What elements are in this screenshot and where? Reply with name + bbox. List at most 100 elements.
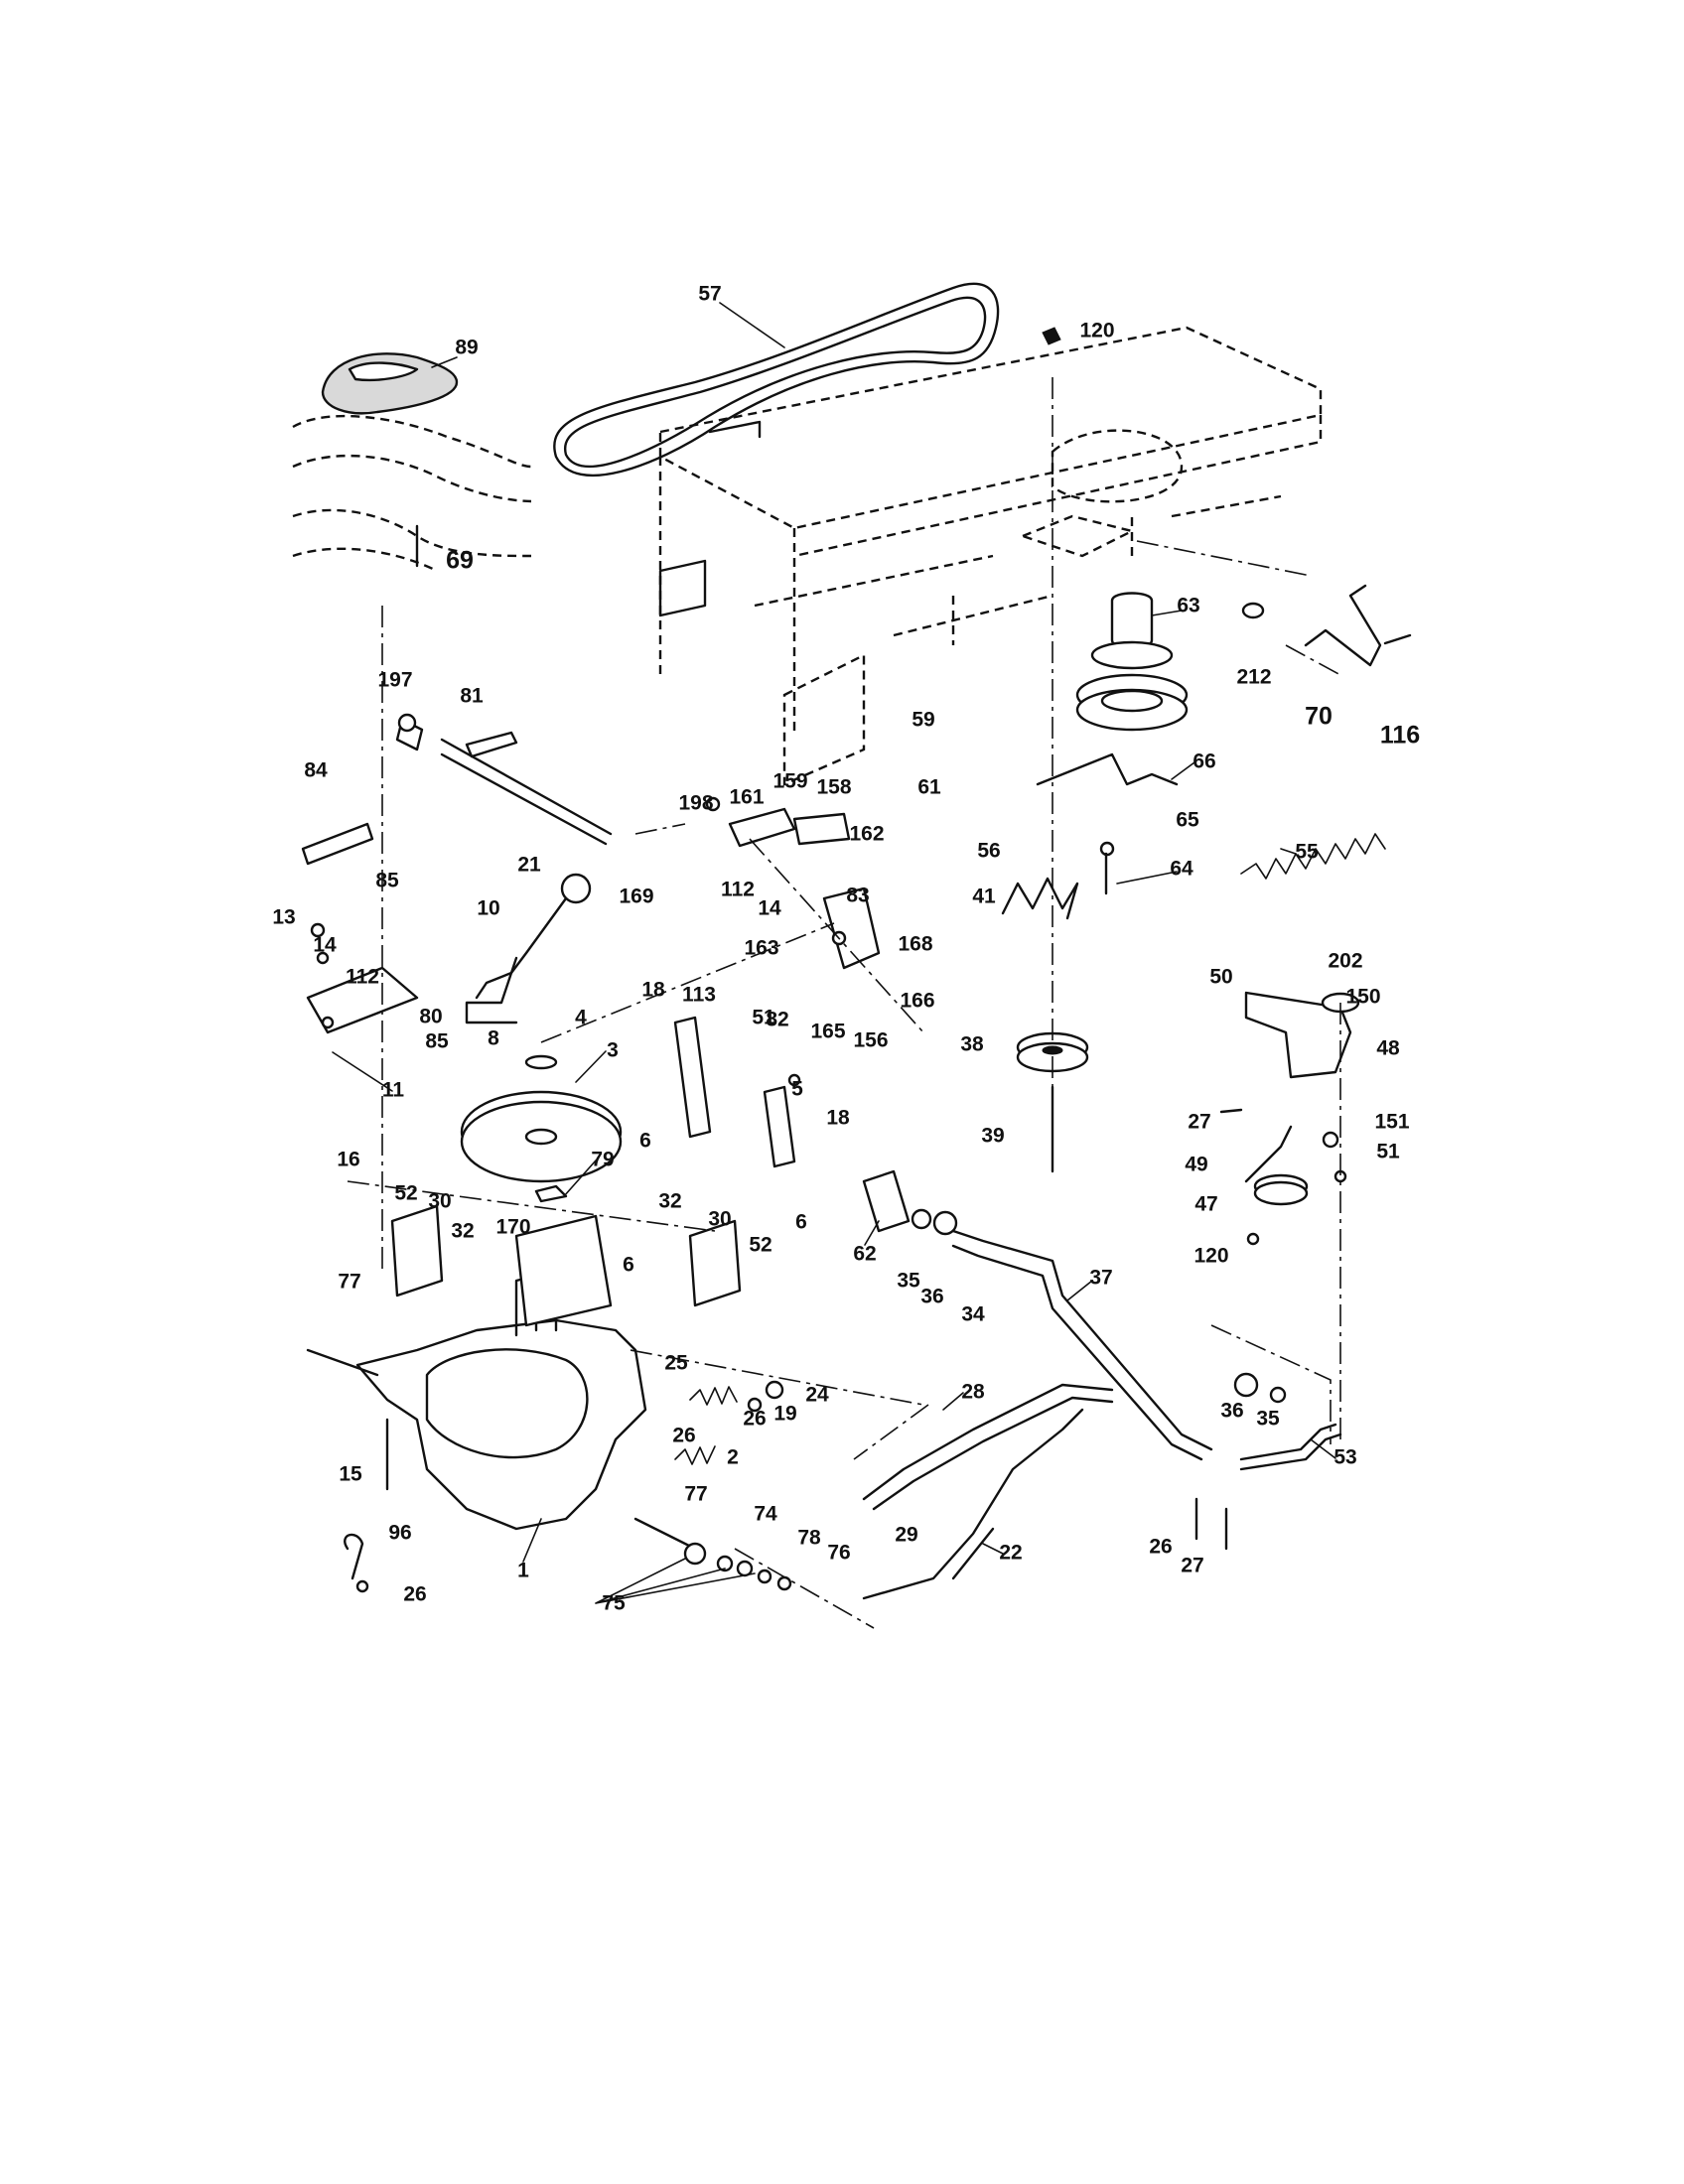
callout-6: 6 <box>623 1254 634 1277</box>
drive-belt <box>553 282 1000 478</box>
mounting-brackets <box>390 1016 796 1307</box>
callout-120: 120 <box>1079 320 1114 342</box>
callout-158: 158 <box>816 776 851 799</box>
callout-165: 165 <box>810 1021 845 1043</box>
callout-170: 170 <box>495 1216 530 1239</box>
brake-rods <box>862 1383 1114 1600</box>
callout-51: 51 <box>1376 1141 1400 1163</box>
dash-dot-connections <box>347 377 1341 1629</box>
shift-rod-assembly <box>862 1169 1213 1461</box>
callout-156: 156 <box>853 1029 888 1052</box>
callout-8: 8 <box>488 1027 499 1050</box>
callout-80: 80 <box>419 1006 442 1028</box>
brake-linkage <box>728 807 924 1033</box>
callout-81: 81 <box>460 685 484 708</box>
callout-14: 14 <box>313 934 337 957</box>
callout-150: 150 <box>1345 986 1380 1009</box>
callout-19: 19 <box>773 1403 796 1426</box>
idler-arm-and-bracket <box>1001 752 1179 920</box>
callout-169: 169 <box>619 886 653 908</box>
callout-112: 112 <box>346 966 379 989</box>
callout-3: 3 <box>607 1039 619 1062</box>
callout-4: 4 <box>575 1007 587 1029</box>
callout-198: 198 <box>678 792 713 815</box>
callout-21: 21 <box>517 854 541 877</box>
callout-162: 162 <box>849 823 884 846</box>
callout-197: 197 <box>377 669 412 692</box>
callout-89: 89 <box>455 337 478 359</box>
tractor-frame-outline <box>658 326 1323 786</box>
callout-35: 35 <box>1256 1408 1280 1431</box>
callout-59: 59 <box>912 709 934 732</box>
callout-77: 77 <box>684 1483 707 1506</box>
callout-27: 27 <box>1188 1111 1210 1134</box>
callout-63: 63 <box>1177 595 1199 617</box>
callout-32: 32 <box>451 1220 474 1243</box>
callout-41: 41 <box>972 886 996 908</box>
callout-62: 62 <box>853 1243 876 1266</box>
idler-pulley <box>1016 1031 1089 1173</box>
callout-116: 116 <box>1380 722 1420 750</box>
callout-36: 36 <box>1220 1400 1243 1423</box>
callout-159: 159 <box>772 770 807 793</box>
callout-61: 61 <box>917 776 941 799</box>
callout-202: 202 <box>1328 950 1362 973</box>
engine-pulley-assembly <box>1075 592 1189 732</box>
callout-10: 10 <box>477 897 499 920</box>
callout-26: 26 <box>743 1408 766 1431</box>
callout-14: 14 <box>758 897 781 920</box>
callout-27: 27 <box>1181 1555 1203 1577</box>
callout-37: 37 <box>1089 1267 1112 1290</box>
callout-49: 49 <box>1185 1154 1207 1176</box>
callout-65: 65 <box>1176 809 1199 832</box>
callout-151: 151 <box>1374 1111 1409 1134</box>
callout-53: 53 <box>1333 1446 1356 1469</box>
callout-16: 16 <box>337 1149 359 1171</box>
callout-26: 26 <box>1149 1536 1172 1559</box>
callout-50: 50 <box>1209 966 1232 989</box>
callout-161: 161 <box>729 786 764 809</box>
frame-hook-70 <box>1304 584 1412 667</box>
callout-82: 82 <box>766 1009 788 1031</box>
callout-96: 96 <box>388 1522 411 1545</box>
callout-1: 1 <box>517 1560 529 1582</box>
callout-166: 166 <box>900 990 934 1013</box>
callout-77: 77 <box>338 1271 360 1294</box>
callout-22: 22 <box>999 1542 1022 1565</box>
callout-25: 25 <box>664 1352 688 1375</box>
callout-32: 32 <box>658 1190 681 1213</box>
callout-36: 36 <box>920 1286 943 1308</box>
callout-18: 18 <box>826 1107 850 1130</box>
callout-69: 69 <box>446 547 474 575</box>
callout-30: 30 <box>428 1190 451 1213</box>
right-side-bracket <box>1244 991 1360 1206</box>
callout-57: 57 <box>698 283 721 306</box>
shift-lever-and-knob <box>465 873 592 1024</box>
footrest-outline <box>292 414 532 573</box>
idler-spring <box>1240 833 1386 880</box>
callout-18: 18 <box>641 979 665 1002</box>
callout-85: 85 <box>375 870 399 892</box>
callout-212: 212 <box>1236 666 1271 689</box>
callout-51: 51 <box>752 1007 775 1029</box>
callout-55: 55 <box>1295 841 1319 864</box>
callout-168: 168 <box>898 933 932 956</box>
callout-15: 15 <box>339 1463 362 1486</box>
callout-83: 83 <box>846 885 869 907</box>
callout-85: 85 <box>425 1030 449 1053</box>
callout-79: 79 <box>591 1149 614 1171</box>
callout-13: 13 <box>272 906 295 929</box>
pedal-pad <box>321 352 459 415</box>
callout-56: 56 <box>977 840 1000 863</box>
callout-11: 11 <box>382 1079 405 1102</box>
callout-38: 38 <box>960 1033 984 1056</box>
callout-84: 84 <box>304 759 328 782</box>
clutch-rod <box>395 718 613 846</box>
callout-70: 70 <box>1305 703 1333 731</box>
callout-47: 47 <box>1194 1193 1217 1216</box>
clutch-bracket <box>301 822 419 1034</box>
callout-163: 163 <box>744 937 778 960</box>
callout-52: 52 <box>394 1182 417 1205</box>
